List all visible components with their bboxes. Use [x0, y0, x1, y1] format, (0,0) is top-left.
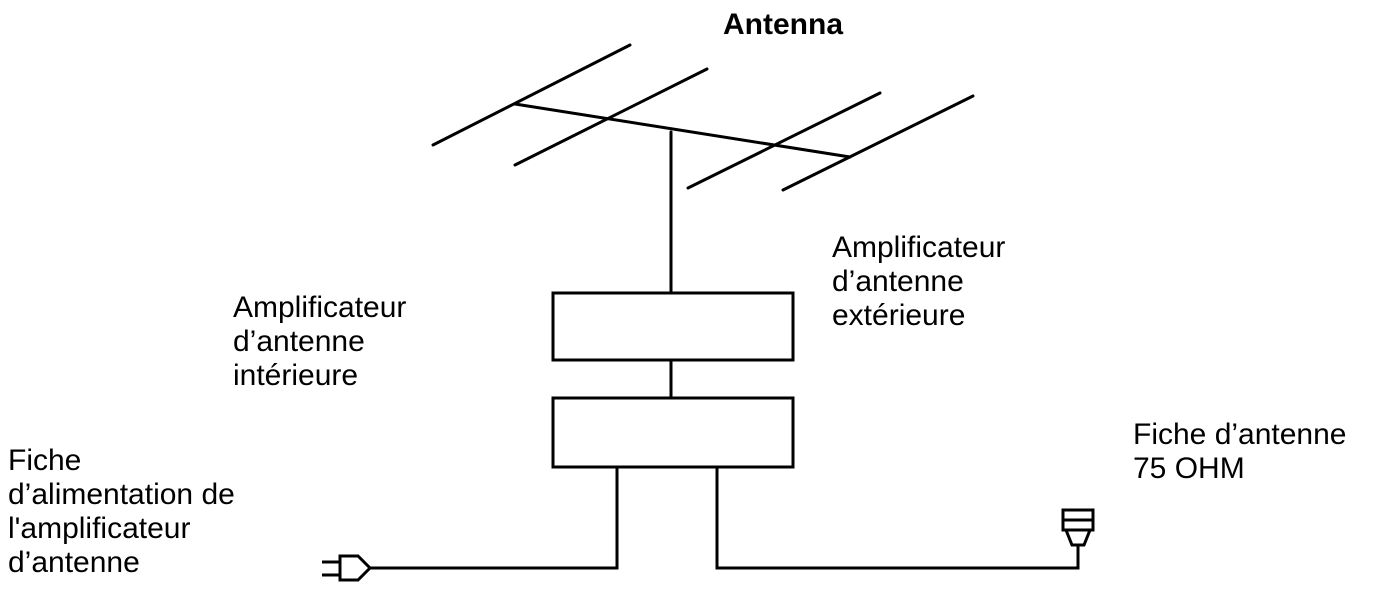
outdoor-amplifier-label: Amplificateur d’antenne extérieure [832, 231, 1005, 333]
label-line: intérieure [233, 359, 359, 392]
outdoor-amplifier-box [551, 291, 795, 362]
power-plug-icon [322, 554, 373, 582]
label-line: Fiche [8, 444, 82, 477]
label-line: extérieure [832, 299, 966, 332]
power-cable [368, 465, 619, 570]
power-plug-label: Fiche d’alimentation de l'amplificateur … [8, 444, 235, 580]
label-line: d’antenne [233, 325, 365, 358]
label-line: l'amplificateur [8, 512, 191, 545]
antenna-boom [513, 102, 852, 159]
antenna-element-1 [431, 43, 632, 147]
diagram-title: Antenna [723, 8, 843, 41]
indoor-amplifier-box [551, 396, 795, 469]
label-line: Fiche d’antenne [1133, 418, 1347, 451]
label-line: Amplificateur [233, 291, 407, 324]
antenna-element-3 [686, 91, 882, 190]
antenna-element-2 [513, 67, 709, 167]
antenna-plug-label: Fiche d’antenne 75 OHM [1133, 418, 1347, 486]
indoor-amplifier-label: Amplificateur d’antenne intérieure [233, 291, 406, 393]
label-line: d’antenne [8, 546, 140, 579]
coax-plug-icon [1061, 508, 1095, 547]
label-line: Amplificateur [832, 231, 1006, 264]
label-line: d’antenne [832, 265, 964, 298]
label-line: 75 OHM [1133, 452, 1245, 485]
antenna-cable [715, 465, 1080, 570]
antenna-element-4 [781, 94, 975, 192]
label-line: d’alimentation de [8, 478, 235, 511]
